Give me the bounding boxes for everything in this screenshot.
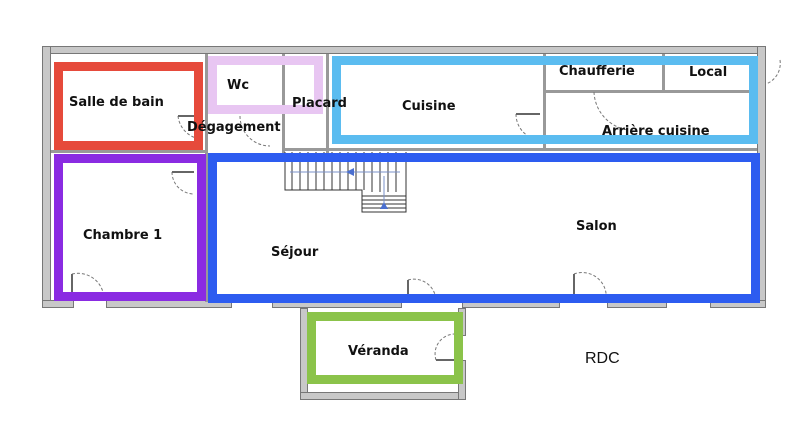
room-outline-wc-ext — [285, 56, 323, 114]
room-outline-chambre-1 — [54, 154, 206, 301]
interior-wall — [326, 54, 329, 154]
label-degagement: Dégagement — [187, 120, 281, 135]
interior-wall — [662, 54, 665, 90]
label-cuisine: Cuisine — [402, 99, 456, 114]
room-outline-wc — [208, 56, 323, 114]
room-outline-sejour-salon — [208, 153, 760, 303]
room-outline-salle-de-bain — [54, 62, 203, 150]
room-outline-cuisine — [332, 56, 758, 144]
label-sejour: Séjour — [271, 245, 319, 260]
interior-wall — [51, 150, 207, 153]
label-chambre-1: Chambre 1 — [83, 228, 163, 243]
floor-level-label: RDC — [585, 350, 620, 367]
label-arriere-cuisine: Arrière cuisine — [602, 124, 710, 139]
interior-wall — [543, 90, 757, 93]
label-placard: Placard — [292, 96, 347, 111]
label-veranda: Véranda — [348, 344, 409, 359]
label-salle-de-bain: Salle de bain — [69, 95, 164, 110]
interior-wall — [543, 54, 546, 148]
room-outline-veranda — [307, 312, 463, 384]
interior-wall — [282, 54, 285, 154]
label-wc: Wc — [227, 78, 250, 93]
interior-wall — [285, 148, 757, 151]
label-chaufferie: Chaufferie — [559, 64, 635, 79]
label-local: Local — [689, 65, 728, 80]
interior-wall — [205, 54, 208, 302]
label-salon: Salon — [576, 219, 617, 234]
